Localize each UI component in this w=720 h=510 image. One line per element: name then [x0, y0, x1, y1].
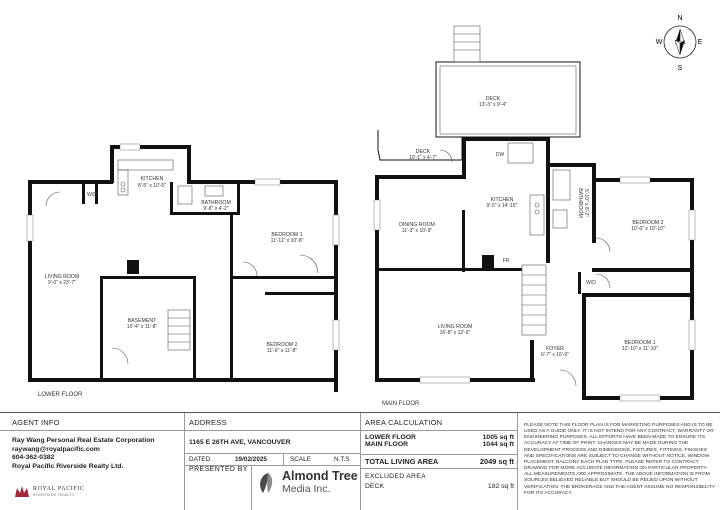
compass-w: W [656, 39, 663, 46]
main-dining-name: DINING ROOM [399, 222, 435, 228]
agent-info-header: AGENT INFO [0, 413, 184, 431]
compass-needle-icon [675, 29, 680, 44]
main-bathroom-name: BATHROOM [577, 188, 583, 218]
lower-basement-name: BASEMENT [128, 318, 157, 324]
logo-line2: RIVERSIDE REALTY [33, 493, 76, 497]
agent-email[interactable]: raywang@royalpacific.com [12, 445, 100, 453]
compass-ring [663, 25, 697, 59]
agent-phone[interactable]: 604-362-0382 [12, 454, 55, 462]
main-floor-plan: DW FR W/D [373, 25, 696, 402]
main-bedroom2-name: BEDROOM 2 [632, 220, 663, 226]
main-dining-dim: 11'-3" x 10'-9" [402, 228, 433, 234]
compass-e: E [698, 39, 703, 46]
main-bathroom-dim: 5'-10" x 8'-2" [583, 189, 589, 217]
lower-basement-dim: 10'-4" x 11'-8" [127, 324, 158, 330]
area-header: AREA CALCULATION [361, 413, 518, 431]
main-foyer-dim: 6'-7" x 16'-9" [541, 352, 569, 358]
address-street: 1165 E 26TH AVE, VANCOUVER [189, 439, 291, 446]
compass-s: S [678, 65, 683, 72]
compass-n: N [677, 15, 682, 22]
dated-value: 19/02/2025 [235, 456, 267, 463]
info-panel: AGENT INFO Ray Wang Personal Real Estate… [0, 412, 720, 510]
total-label: TOTAL LIVING AREA [365, 457, 439, 466]
excluded-row-deck: DECK 182 sq ft [365, 483, 514, 490]
main-foyer-name: FOYER [546, 346, 564, 352]
scale-label: SCALE [290, 456, 311, 463]
presented-by-label: PRESENTED BY [189, 466, 248, 473]
main-bedroom2-dim: 10'-6" x 10'-10" [631, 226, 665, 232]
address-section: ADDRESS 1165 E 26TH AVE, VANCOUVER DATED… [184, 413, 361, 510]
compass: N E S W [656, 15, 703, 72]
main-bedroom1-dim: 12'-10" x 11'-10" [622, 346, 658, 352]
main-wd-label: W/D [586, 280, 596, 286]
excluded-header: EXCLUDED AREA [365, 473, 426, 480]
crown-icon [15, 486, 29, 497]
almond-leaf-icon [260, 473, 273, 493]
main-kitchen-dim: 9'-5" x 14'-10" [487, 203, 518, 209]
company-logo: Almond Tree Media Inc. [257, 470, 358, 496]
company-suffix: Media Inc. [282, 483, 331, 495]
main-bedroom1-name: BEDROOM 1 [624, 340, 655, 346]
scale-value: N.T.S [334, 456, 350, 463]
lower-living-name: LIVING ROOM [45, 274, 80, 280]
lower-bedroom2-name: BEDROOM 2 [266, 342, 297, 348]
lower-bedroom1-name: BEDROOM 1 [271, 232, 302, 238]
main-dw-label: DW [496, 152, 505, 158]
company-name: Almond Tree [282, 469, 358, 483]
main-living-name: LIVING ROOM [438, 324, 473, 330]
lower-kitchen-name: KITCHEN [141, 176, 164, 182]
lower-bedroom2-dim: 11'-6" x 11'-8" [267, 348, 297, 354]
disclaimer-section: PLEASE NOTE THIS FLOOR PLAN IS FOR MARKE… [517, 413, 720, 510]
agent-brokerage: Royal Pacific Riverside Realty Ltd. [12, 462, 124, 470]
lower-kitchen-dim: 8'-5" x 10'-5" [138, 183, 166, 189]
lower-bathroom-dim: 9'-8" x 4'-2" [203, 206, 228, 212]
lower-wd-label: W/D [87, 192, 97, 198]
agent-info-section: AGENT INFO Ray Wang Personal Real Estate… [0, 413, 184, 510]
main-living-dim: 16'-8" x 12'-9" [440, 330, 471, 336]
lower-bedroom1-dim: 11'-11" x 10'-8" [271, 238, 304, 244]
lower-living-dim: 9'-0" x 23'-7" [48, 280, 76, 286]
main-floor-label: MAIN FLOOR [382, 401, 420, 407]
agent-name: Ray Wang Personal Real Estate Corporatio… [12, 437, 155, 444]
main-deck-dim: 13'-3" x 9'-4" [479, 102, 507, 108]
area-calculation-section: AREA CALCULATION LOWER FLOOR 1005 sq ft … [360, 413, 518, 510]
main-deck-small-dim: 10'-1" x 4'-7" [409, 155, 437, 161]
address-header: ADDRESS [185, 413, 361, 431]
lower-bathroom-name: BATHROOM [201, 200, 231, 206]
total-value: 2049 sq ft [479, 457, 514, 466]
logo-line1: ROYAL PACIFIC [33, 486, 85, 492]
area-total-row: TOTAL LIVING AREA 2049 sq ft [361, 454, 518, 469]
lower-floor-plan: W/D [26, 143, 340, 392]
main-deck-small-name: DECK [416, 149, 431, 155]
main-kitchen-name: KITCHEN [491, 197, 514, 203]
area-row-main: MAIN FLOOR 1044 sq ft [365, 441, 514, 448]
area-row-lower: LOWER FLOOR 1005 sq ft [365, 434, 514, 441]
lower-floor-label: LOWER FLOOR [38, 392, 83, 398]
brokerage-logo: ROYAL PACIFIC RIVERSIDE REALTY [14, 485, 85, 499]
disclaimer-text: PLEASE NOTE THIS FLOOR PLAN IS FOR MARKE… [524, 423, 715, 496]
floor-plan-drawing: N E S W [26, 15, 703, 407]
dated-label: DATED [189, 456, 211, 463]
main-deck-name: DECK [486, 96, 501, 102]
main-fr-label: FR [503, 258, 510, 264]
